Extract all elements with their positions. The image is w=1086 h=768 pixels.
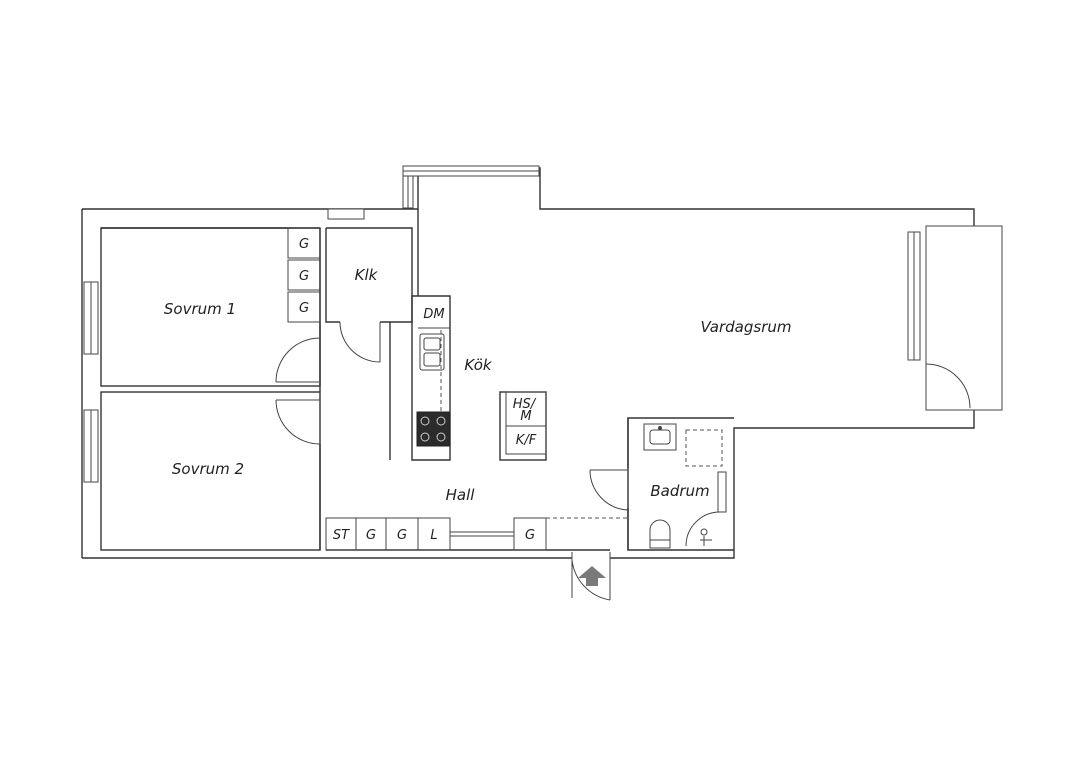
wardrobes-sovrum-1 bbox=[287, 227, 321, 323]
room-sovrum-2 bbox=[100, 391, 321, 551]
label-kok: Kök bbox=[464, 356, 492, 374]
kitchen-tall-units bbox=[499, 391, 547, 461]
label-wardrobe-g: G bbox=[299, 237, 309, 252]
label-wardrobe-g: G bbox=[299, 301, 309, 316]
label-dm: DM bbox=[423, 307, 444, 322]
label-vardagsrum: Vardagsrum bbox=[701, 318, 792, 336]
label-badrum: Badrum bbox=[650, 482, 709, 500]
label-l: L bbox=[430, 528, 437, 543]
fixture-labels: G G G DM HS/ M K/F ST G G L G bbox=[299, 237, 537, 543]
label-wardrobe-g: G bbox=[525, 528, 535, 543]
entrance-arrow-icon bbox=[578, 566, 606, 586]
label-kf: K/F bbox=[516, 433, 537, 448]
room-klk bbox=[325, 209, 419, 363]
windows-left bbox=[83, 208, 365, 483]
balcony-right bbox=[907, 225, 1003, 411]
label-sovrum-2: Sovrum 2 bbox=[172, 460, 244, 478]
hall-wardrobes bbox=[325, 517, 628, 551]
balcony-top bbox=[402, 165, 540, 209]
label-wardrobe-g: G bbox=[366, 528, 376, 543]
label-hs-line2: M bbox=[520, 409, 531, 424]
label-hall: Hall bbox=[446, 486, 476, 504]
label-sovrum-1: Sovrum 1 bbox=[164, 300, 236, 318]
outer-walls bbox=[81, 167, 975, 559]
label-klk: Klk bbox=[355, 266, 379, 284]
room-labels: Sovrum 1 Sovrum 2 Klk Kök Vardagsrum Hal… bbox=[164, 266, 792, 504]
label-wardrobe-g: G bbox=[397, 528, 407, 543]
room-badrum bbox=[589, 418, 734, 551]
label-st: ST bbox=[333, 528, 350, 543]
entrance bbox=[571, 552, 611, 601]
kitchen-counter bbox=[411, 295, 451, 461]
label-wardrobe-g: G bbox=[299, 269, 309, 284]
label-hs-line1: HS/ bbox=[513, 397, 537, 412]
